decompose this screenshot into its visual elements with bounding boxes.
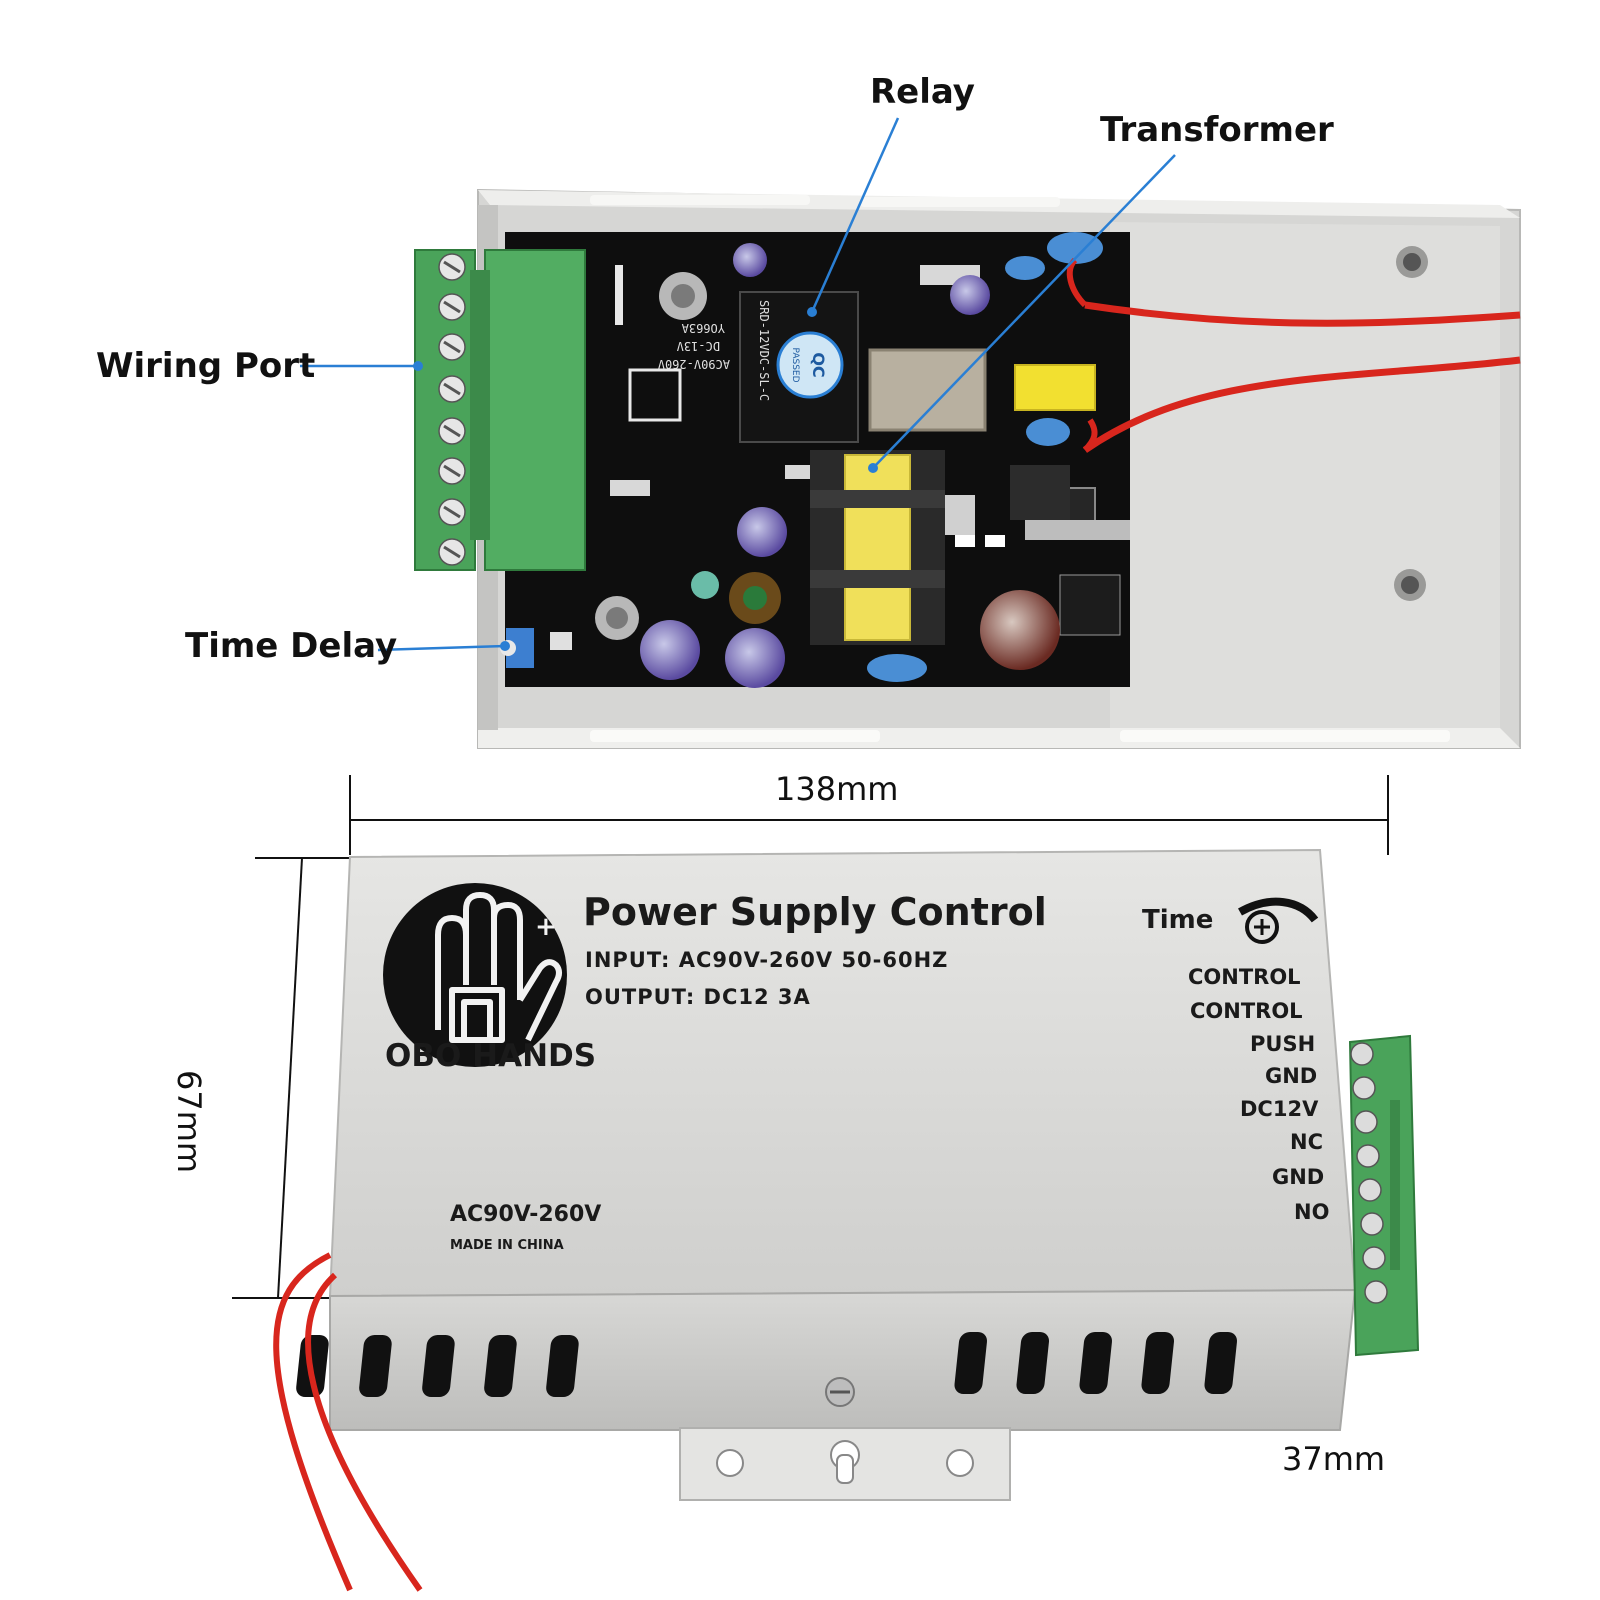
terminal-label: PUSH xyxy=(1250,1032,1316,1056)
callout-leaders xyxy=(300,117,1176,652)
callout-transformer: Transformer xyxy=(1100,110,1334,150)
ac-wire-4 xyxy=(305,1272,423,1592)
terminal-label: DC12V xyxy=(1240,1097,1319,1121)
callout-relay: Relay xyxy=(870,72,975,112)
terminal-label: GND xyxy=(1265,1064,1318,1088)
svg-text:+: + xyxy=(535,912,557,942)
callout-time-delay: Time Delay xyxy=(185,626,398,666)
closed-case xyxy=(296,848,1357,1501)
dimension-depth: 37mm xyxy=(1282,1440,1386,1478)
terminal-label: NO xyxy=(1294,1200,1330,1224)
relay-passed-mark: PASSED xyxy=(790,347,800,382)
dimension-height: 67mm xyxy=(170,1070,208,1174)
panel-title: Power Supply Control xyxy=(583,890,1047,934)
terminal-label: CONTROL xyxy=(1190,999,1303,1023)
panel-time-label: Time xyxy=(1142,905,1214,935)
relay-qc-mark: QC xyxy=(809,352,828,377)
panel-voltage: AC90V-260V xyxy=(450,1202,602,1227)
board-model-text: YO663A xyxy=(681,321,725,335)
dimension-width: 138mm xyxy=(775,770,899,808)
panel-made-in: MADE IN CHINA xyxy=(450,1238,564,1253)
obo-hands-logo: + xyxy=(383,883,567,1067)
ac-wire-2 xyxy=(1083,356,1521,453)
board-input-text: AC90V-260V xyxy=(658,357,730,371)
relay-model-text: SRD-12VDC-SL-C xyxy=(757,300,771,401)
terminal-label: NC xyxy=(1290,1130,1323,1154)
board-output-text: DC-13V xyxy=(677,339,720,353)
ac-wire-1 xyxy=(1084,301,1521,327)
panel-output-spec: OUTPUT: DC12 3A xyxy=(585,985,811,1009)
terminal-block-top xyxy=(414,249,586,571)
panel-brand: OBO HANDS xyxy=(385,1038,597,1074)
terminal-label: CONTROL xyxy=(1188,965,1301,989)
ac-wire-3 xyxy=(273,1252,353,1592)
panel-input-spec: INPUT: AC90V-260V 50-60HZ xyxy=(585,948,949,972)
time-knob-icon xyxy=(1238,897,1319,944)
terminal-label: GND xyxy=(1272,1165,1325,1189)
callout-wiring-port: Wiring Port xyxy=(96,346,316,386)
terminal-block-bottom xyxy=(1348,1034,1420,1357)
